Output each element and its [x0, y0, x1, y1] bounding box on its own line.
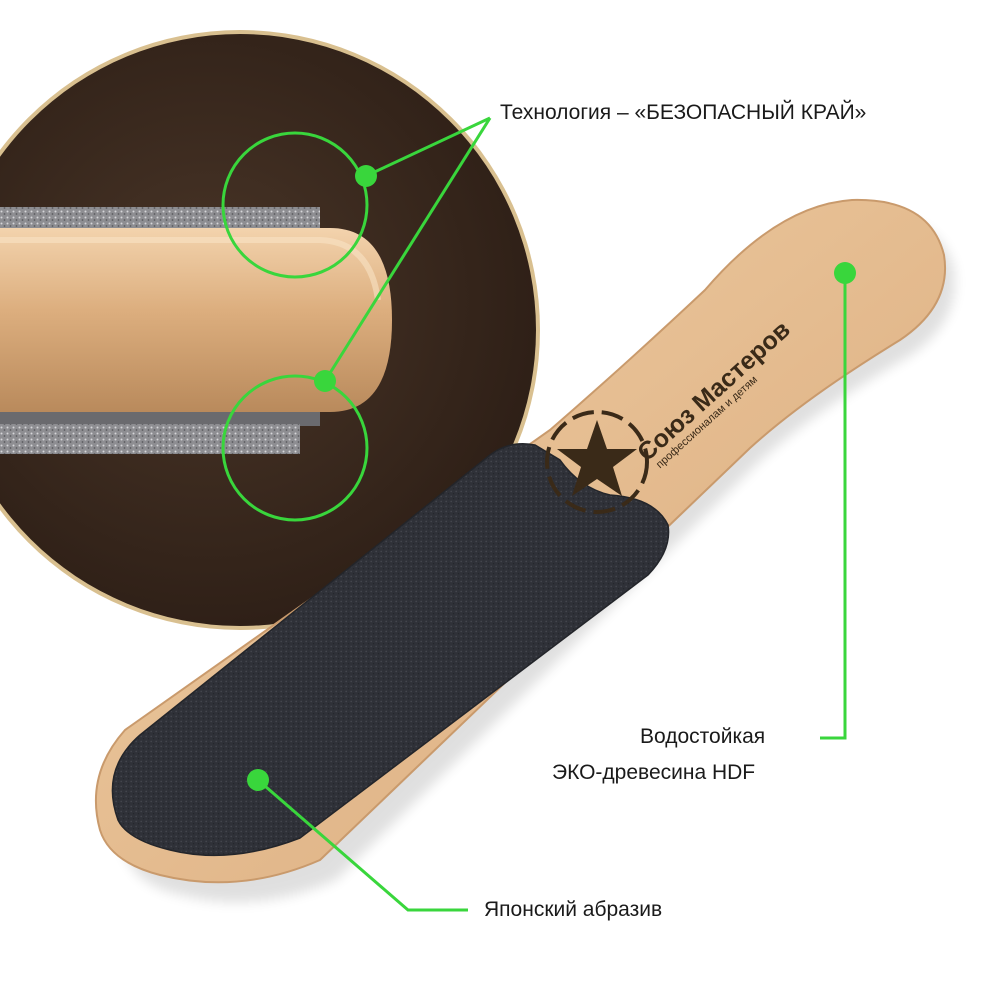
- callout-lines: [257, 116, 847, 912]
- callout-dot-safe-edge-bottom: [314, 370, 336, 392]
- callout-line-abrasive: [257, 778, 468, 912]
- callout-line-wood: [820, 273, 847, 740]
- star-emblem: [545, 410, 649, 514]
- callout-label-abrasive: Японский абразив: [484, 898, 663, 921]
- zoom-detail-circle: [0, 30, 540, 630]
- highlight-circle-top: [221, 131, 369, 279]
- callout-label-wood-line1: Водостойкая: [640, 725, 766, 748]
- callout-line-safe-edge-top: [365, 116, 491, 178]
- callout-line-safe-edge-bottom: [323, 117, 492, 382]
- callout-dot-safe-edge-top: [355, 165, 377, 187]
- highlight-circle-bottom: [221, 374, 369, 522]
- callout-label-safe-edge: Технология – «БЕЗОПАСНЫЙ КРАЙ»: [500, 101, 867, 124]
- zoom-abrasive-bottom: [0, 424, 300, 454]
- abrasive-pad: [111, 443, 670, 857]
- callout-label-wood-line2: ЭКО-древесина HDF: [552, 761, 756, 784]
